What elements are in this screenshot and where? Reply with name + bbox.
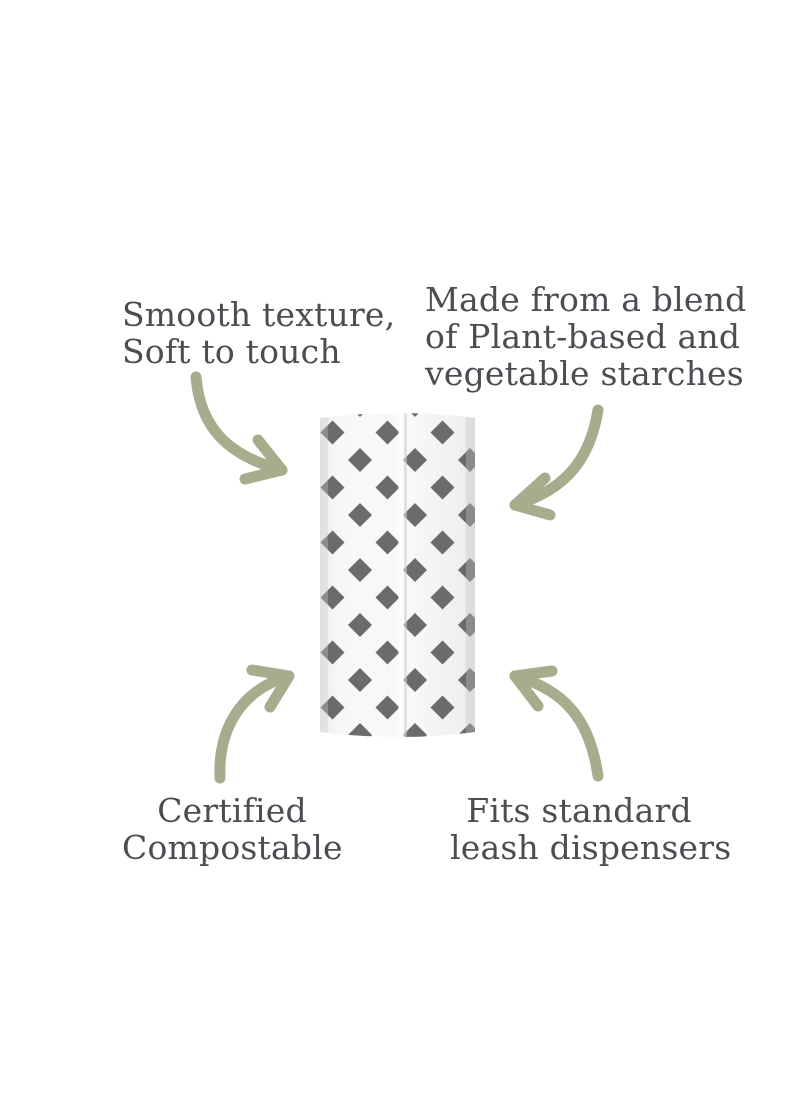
feature-label-line: vegetable starches	[425, 354, 744, 393]
feature-label-compostable: Certified Compostable	[122, 792, 342, 866]
feature-label-texture: Smooth texture, Soft to touch	[122, 296, 395, 370]
feature-label-line: Fits standard	[466, 791, 692, 830]
feature-label-fit: Fits standard leash dispensers	[450, 791, 732, 867]
feature-label-line: Certified	[157, 791, 307, 830]
feature-label-line: Made from a blend	[425, 280, 747, 319]
feature-label-material: Made from a blend of Plant-based and veg…	[425, 280, 747, 393]
feature-label-line: of Plant-based and	[425, 317, 741, 356]
feature-label-line: leash dispensers	[450, 828, 732, 867]
feature-label-line: Smooth texture,	[122, 295, 396, 334]
feature-label-line: Compostable	[122, 828, 343, 867]
feature-label-line: Soft to touch	[122, 332, 341, 371]
